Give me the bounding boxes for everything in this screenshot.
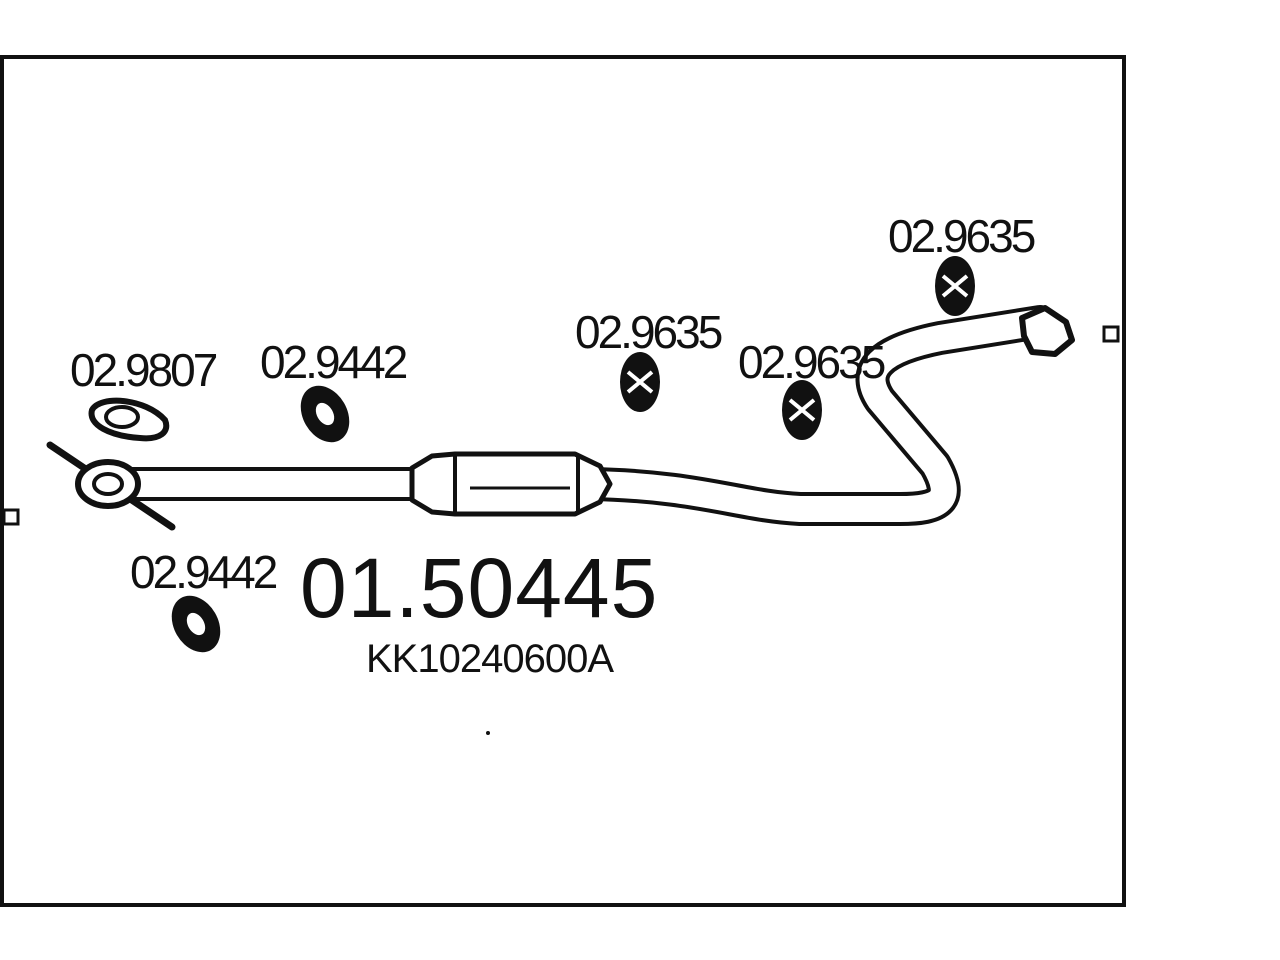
- callout-rubber-mount-lower: 02.9442: [130, 546, 277, 598]
- rubber-mount-mid-icon: [620, 352, 660, 412]
- reference-code: KK10240600A: [366, 637, 614, 681]
- catalytic-converter: [409, 451, 613, 517]
- rubber-mount-rear-icon: [782, 380, 822, 440]
- frame-marker-left: [2, 508, 20, 526]
- callout-rubber-mount-front: 02.9442: [260, 336, 407, 388]
- main-part-number: 01.50445: [300, 541, 658, 635]
- callout-rubber-mount-mid: 02.9635: [575, 306, 722, 358]
- callout-flange-gasket: 02.9807: [70, 344, 217, 396]
- rubber-mount-tail-icon: [935, 256, 975, 316]
- rubber-mount-lower-icon: [171, 595, 221, 653]
- diagram-frame: [0, 55, 1126, 907]
- front-flange: [46, 441, 176, 531]
- rubber-mount-front-icon: [300, 385, 350, 443]
- stray-dot: [486, 731, 490, 735]
- frame-marker-right: [1102, 325, 1120, 343]
- flange-gasket-icon: [88, 397, 170, 442]
- callout-rubber-mount-rear: 02.9635: [738, 336, 885, 388]
- tail-flange: [1019, 305, 1075, 357]
- exhaust-pipe: [103, 305, 1057, 526]
- callout-rubber-mount-tail: 02.9635: [888, 210, 1035, 262]
